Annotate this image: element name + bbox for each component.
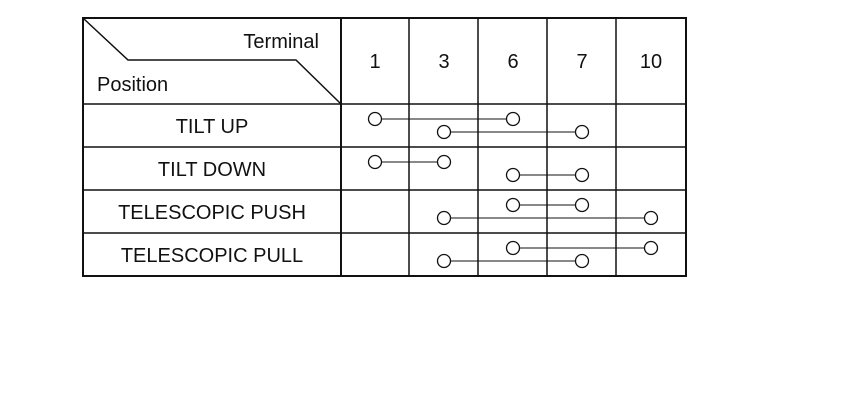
terminal-node-circle	[436, 124, 452, 140]
corner-label-terminal: Terminal	[243, 31, 319, 53]
terminal-node-circle	[367, 154, 383, 170]
connection-marks	[367, 111, 659, 269]
row-grid-lines	[83, 103, 686, 234]
terminal-header-1: 1	[369, 51, 380, 73]
terminal-node-circle	[367, 111, 383, 127]
terminal-node-circle	[574, 124, 590, 140]
terminal-node-circle	[505, 197, 521, 213]
position-label-telescopic-pull: TELESCOPIC PULL	[121, 245, 303, 267]
terminal-header-7: 7	[576, 51, 587, 73]
connection-3-10	[436, 210, 659, 226]
position-label-tilt-down: TILT DOWN	[158, 159, 266, 181]
connection-6-7	[505, 167, 590, 183]
corner-label-position: Position	[97, 74, 168, 96]
connection-3-7	[436, 124, 590, 140]
terminal-node-circle	[574, 253, 590, 269]
terminal-header-3: 3	[438, 51, 449, 73]
position-label-tilt-up: TILT UP	[176, 116, 249, 138]
column-grid-lines	[340, 18, 617, 276]
corner-diagonal-line	[83, 18, 342, 105]
connection-1-3	[367, 154, 452, 170]
terminal-headers: 1 3 6 7 10	[369, 51, 662, 73]
terminal-node-circle	[643, 210, 659, 226]
connection-6-7	[505, 197, 590, 213]
terminal-node-circle	[505, 167, 521, 183]
connection-3-7	[436, 253, 590, 269]
connection-6-10	[505, 240, 659, 256]
terminal-node-circle	[436, 154, 452, 170]
terminal-node-circle	[574, 197, 590, 213]
terminal-node-circle	[505, 111, 521, 127]
terminal-header-10: 10	[640, 51, 662, 73]
terminal-header-6: 6	[507, 51, 518, 73]
terminal-node-circle	[574, 167, 590, 183]
connection-1-6	[367, 111, 521, 127]
terminal-node-circle	[436, 253, 452, 269]
terminal-node-circle	[643, 240, 659, 256]
terminal-node-circle	[505, 240, 521, 256]
terminal-node-circle	[436, 210, 452, 226]
position-labels: TILT UP TILT DOWN TELESCOPIC PUSH TELESC…	[118, 116, 306, 267]
position-label-telescopic-push: TELESCOPIC PUSH	[118, 202, 306, 224]
